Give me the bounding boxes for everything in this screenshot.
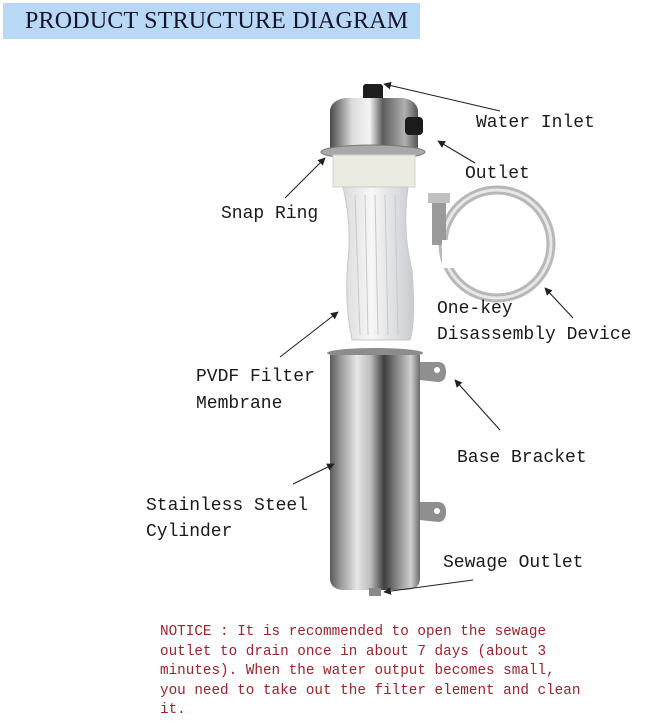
title-banner: PRODUCT STRUCTURE DIAGRAM: [3, 3, 420, 39]
label-water-inlet: Water Inlet: [476, 113, 595, 133]
base-bracket-lower: [420, 502, 446, 522]
page-title: PRODUCT STRUCTURE DIAGRAM: [25, 8, 409, 34]
label-snap-ring: Snap Ring: [221, 204, 319, 224]
stainless-cylinder: [327, 348, 446, 596]
leader-lines: [279, 81, 574, 595]
label-one-key-2: Disassembly Device: [437, 325, 632, 345]
label-outlet: Outlet: [465, 164, 530, 184]
sewage-outlet-plug: [369, 588, 381, 596]
clamp-ring: [428, 185, 556, 303]
outlet-valve-knob: [405, 117, 423, 135]
label-pvdf-1: PVDF Filter: [196, 367, 315, 387]
filter-head: [320, 84, 426, 188]
filter-head-cap: [330, 98, 418, 148]
label-cylinder-1: Stainless Steel: [146, 496, 309, 516]
label-base-bracket: Base Bracket: [457, 448, 587, 468]
base-bracket-upper: [420, 362, 446, 382]
label-cylinder-2: Cylinder: [146, 522, 233, 542]
label-one-key-1: One-key: [437, 299, 513, 319]
label-pvdf-2: Membrane: [196, 394, 283, 414]
pvdf-membrane-bundle: [342, 186, 415, 341]
label-sewage-outlet: Sewage Outlet: [443, 553, 584, 573]
notice-text: NOTICE : It is recommended to open the s…: [160, 624, 581, 719]
